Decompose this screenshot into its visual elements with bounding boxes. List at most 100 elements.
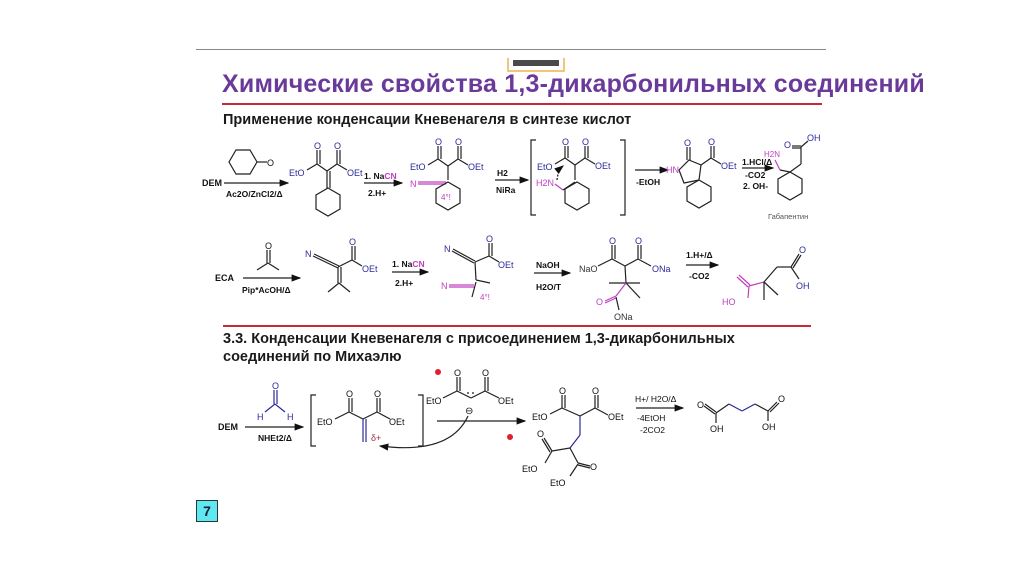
s3-curved-arrow	[378, 415, 469, 451]
svg-text:O: O	[265, 241, 272, 251]
svg-text:O: O	[334, 141, 341, 151]
svg-text:O: O	[590, 462, 597, 472]
svg-text:O: O	[435, 137, 442, 147]
svg-text:N: N	[441, 281, 448, 291]
svg-text:H2N: H2N	[764, 150, 780, 159]
svg-text:DEM: DEM	[218, 422, 238, 432]
svg-text:O: O	[592, 386, 599, 396]
svg-text:ONa: ONa	[652, 264, 671, 274]
logo-icon	[507, 58, 565, 72]
svg-text:O: O	[482, 368, 489, 378]
s1-cyclohexanone	[228, 149, 258, 175]
svg-text:O: O	[596, 297, 603, 307]
svg-text:N: N	[305, 249, 312, 259]
svg-text:OEt: OEt	[498, 396, 514, 406]
s3-bracket-left	[310, 394, 316, 447]
svg-text:HN: HN	[666, 165, 679, 175]
slide-title: Химические свойства 1,3-дикарбонильных с…	[222, 70, 925, 98]
svg-text:O: O	[374, 389, 381, 399]
svg-text:O: O	[562, 137, 569, 147]
svg-text:EtO: EtO	[426, 396, 442, 406]
svg-text:1.H+/Δ: 1.H+/Δ	[686, 250, 713, 260]
s3-tetraester: EtO O O OEt O EtO O EtO	[522, 386, 624, 488]
svg-text:NaOH: NaOH	[536, 260, 560, 270]
s1-cond2a: 1. NaCN	[364, 171, 397, 181]
section2-heading: 3.3. Конденсации Кневенагеля с присоедин…	[223, 331, 735, 365]
svg-text:EtO: EtO	[317, 417, 333, 427]
svg-text:OEt: OEt	[362, 264, 378, 274]
s1-cyano-adduct: EtO O O OEt N 4°!	[410, 137, 484, 211]
svg-text:N: N	[410, 179, 417, 189]
svg-text:NaO: NaO	[579, 264, 598, 274]
svg-text:OEt: OEt	[389, 417, 405, 427]
svg-text:OEt: OEt	[498, 260, 514, 270]
svg-text:OEt: OEt	[468, 162, 484, 172]
svg-text:OH: OH	[762, 422, 776, 432]
svg-text:Pip*AcOH/Δ: Pip*AcOH/Δ	[242, 285, 291, 295]
svg-text:EtO: EtO	[289, 168, 305, 178]
svg-text:NiRa: NiRa	[496, 185, 516, 195]
svg-text:O: O	[684, 138, 691, 148]
svg-text:O: O	[272, 381, 279, 391]
red-dot-marker	[435, 369, 441, 375]
section1-heading: Применение конденсации Кневенагеля в син…	[223, 112, 632, 128]
s1-gabapentin: O OH H2N Габапентин	[764, 133, 821, 221]
title-underline	[222, 103, 822, 105]
s1-alkylidene-malonate: EtO O O OEt	[289, 141, 363, 217]
s2-dimethylsuccinic-acid: HO O OH	[722, 245, 810, 307]
s2-alkylidene-cyanoester: N O OEt	[305, 237, 378, 293]
svg-text:O: O	[559, 386, 566, 396]
svg-text:OH: OH	[710, 424, 724, 434]
svg-text:H2O/T: H2O/T	[536, 282, 562, 292]
s2-dicyano-adduct: N O OEt N 4°!	[441, 234, 514, 302]
svg-text:O: O	[708, 137, 715, 147]
svg-text:HO: HO	[722, 297, 736, 307]
scheme3: DEM O H H NHEt2/Δ EtO O O OEt δ+ EtO	[218, 368, 785, 488]
svg-text:ECA: ECA	[215, 273, 235, 283]
scheme1: DEM O Ac2O/ZnCl2/Δ EtO O O OEt 1. NaCN 2…	[202, 133, 821, 221]
svg-text:O: O	[784, 140, 791, 150]
minus-charge: ⊖	[465, 406, 473, 417]
svg-text:2.H+: 2.H+	[368, 188, 386, 198]
svg-text:-CO2: -CO2	[745, 170, 766, 180]
s1-start: DEM	[202, 178, 222, 188]
svg-text:O: O	[486, 234, 493, 244]
svg-text:O: O	[609, 236, 616, 246]
svg-text:1. NaCN: 1. NaCN	[392, 259, 425, 269]
svg-text:H+/ H2O/Δ: H+/ H2O/Δ	[635, 394, 677, 404]
svg-text:OEt: OEt	[721, 161, 737, 171]
scheme2: ECA O Pip*AcOH/Δ N O OEt 1. NaCN 2.H+ N …	[215, 234, 810, 322]
svg-text:1.HCl/Δ: 1.HCl/Δ	[742, 157, 772, 167]
svg-text:O: O	[778, 394, 785, 404]
svg-text:H: H	[257, 412, 264, 422]
svg-text:OH: OH	[796, 281, 810, 291]
svg-text:O: O	[582, 137, 589, 147]
delta-plus-label: δ+	[371, 433, 381, 443]
svg-text:NHEt2/Δ: NHEt2/Δ	[258, 433, 292, 443]
svg-text:O: O	[537, 429, 544, 439]
section-divider	[223, 325, 811, 327]
svg-text:4°!: 4°!	[441, 193, 451, 202]
svg-text:O: O	[314, 141, 321, 151]
svg-text:OEt: OEt	[608, 412, 624, 422]
svg-text:H: H	[287, 412, 294, 422]
slide-number-badge: 7	[196, 500, 218, 522]
svg-text:O: O	[635, 236, 642, 246]
svg-text:OEt: OEt	[347, 168, 363, 178]
svg-text:O: O	[799, 245, 806, 255]
svg-text:-CO2: -CO2	[689, 271, 710, 281]
red-dot-marker	[507, 434, 513, 440]
s1-lactam: O HN O OEt	[666, 137, 737, 209]
s3-bracket-right	[418, 394, 424, 447]
svg-text:4°!: 4°!	[480, 293, 490, 302]
svg-text:O: O	[349, 237, 356, 247]
svg-text:-2CO2: -2CO2	[640, 425, 665, 435]
s1-cond1: Ac2O/ZnCl2/Δ	[226, 189, 283, 199]
svg-text:O: O	[454, 368, 461, 378]
svg-text:EtO: EtO	[550, 478, 566, 488]
svg-text:EtO: EtO	[532, 412, 548, 422]
s3-malonate-enolate: EtO O O OEt ⊖	[426, 368, 514, 417]
svg-text:EtO: EtO	[522, 464, 538, 474]
s1-bracket-right	[620, 139, 626, 216]
